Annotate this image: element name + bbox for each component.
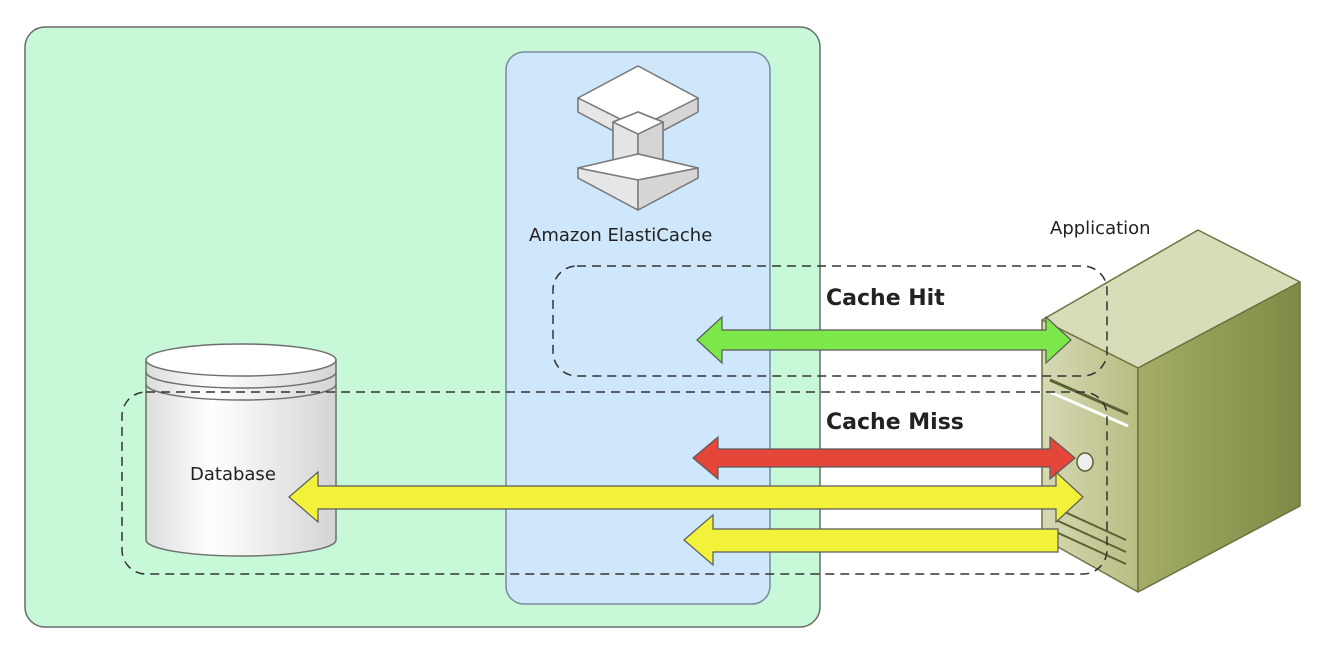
elasticache-label: Amazon ElastiCache	[529, 225, 713, 246]
cache-hit-label: Cache Hit	[826, 286, 945, 311]
database-label: Database	[190, 464, 276, 485]
elasticache-icon	[577, 65, 699, 211]
cache-hit-boundary	[552, 265, 1108, 377]
database-query-arrow	[288, 470, 1084, 524]
cache-miss-boundary	[121, 391, 1108, 575]
application-server-icon	[1041, 229, 1301, 593]
cache-miss-label: Cache Miss	[826, 410, 964, 435]
cache-miss-arrow	[692, 435, 1076, 481]
database-cylinder-icon	[145, 343, 337, 557]
cache-hit-arrow	[696, 315, 1072, 365]
cache-write-arrow	[683, 513, 1059, 567]
application-label: Application	[1050, 218, 1151, 239]
